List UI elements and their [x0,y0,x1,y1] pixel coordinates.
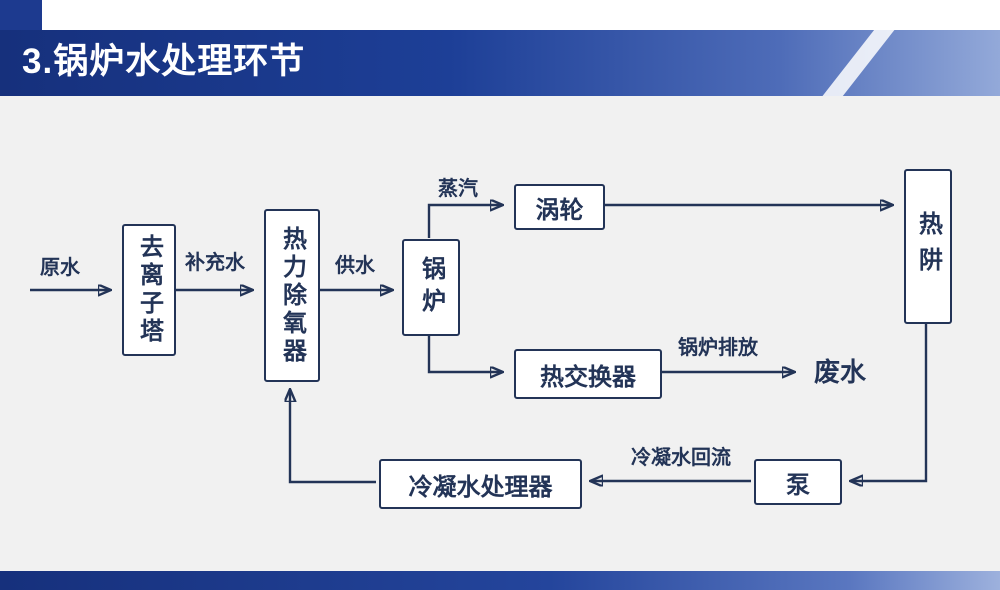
node-heat-sink: 热阱 [904,169,952,324]
node-heat-exchanger: 热交换器 [514,349,662,399]
arrow-heatsink-to-pump [851,322,928,481]
top-strip [0,0,1000,30]
arrow-boiler-to-turbine-steam [427,205,502,238]
arrow-boiler-to-heatexchanger [427,334,502,372]
footer-bar [0,571,1000,590]
node-thermal-deaerator: 热力除氧器 [264,209,320,382]
label-makeup-water: 补充水 [185,252,245,274]
label-feed-water: 供水 [335,255,375,277]
header-banner: 3.锅炉水处理环节 [0,30,1000,96]
arrow-condensate-to-deaerator [290,390,376,484]
label-condensate-return: 冷凝水回流 [631,447,731,469]
label-boiler-blowdown: 锅炉排放 [678,337,758,359]
node-boiler: 锅炉 [402,239,460,336]
node-pump: 泵 [754,459,842,505]
corner-accent [0,0,42,30]
page-title: 3.锅炉水处理环节 [22,42,306,81]
node-condensate-processor: 冷凝水处理器 [379,459,582,509]
label-waste-water: 废水 [813,357,866,387]
node-turbine: 涡轮 [514,184,605,230]
label-steam: 蒸汽 [438,178,478,200]
label-raw-water: 原水 [40,257,80,279]
node-deionizer-tower: 去离子塔 [122,224,176,356]
